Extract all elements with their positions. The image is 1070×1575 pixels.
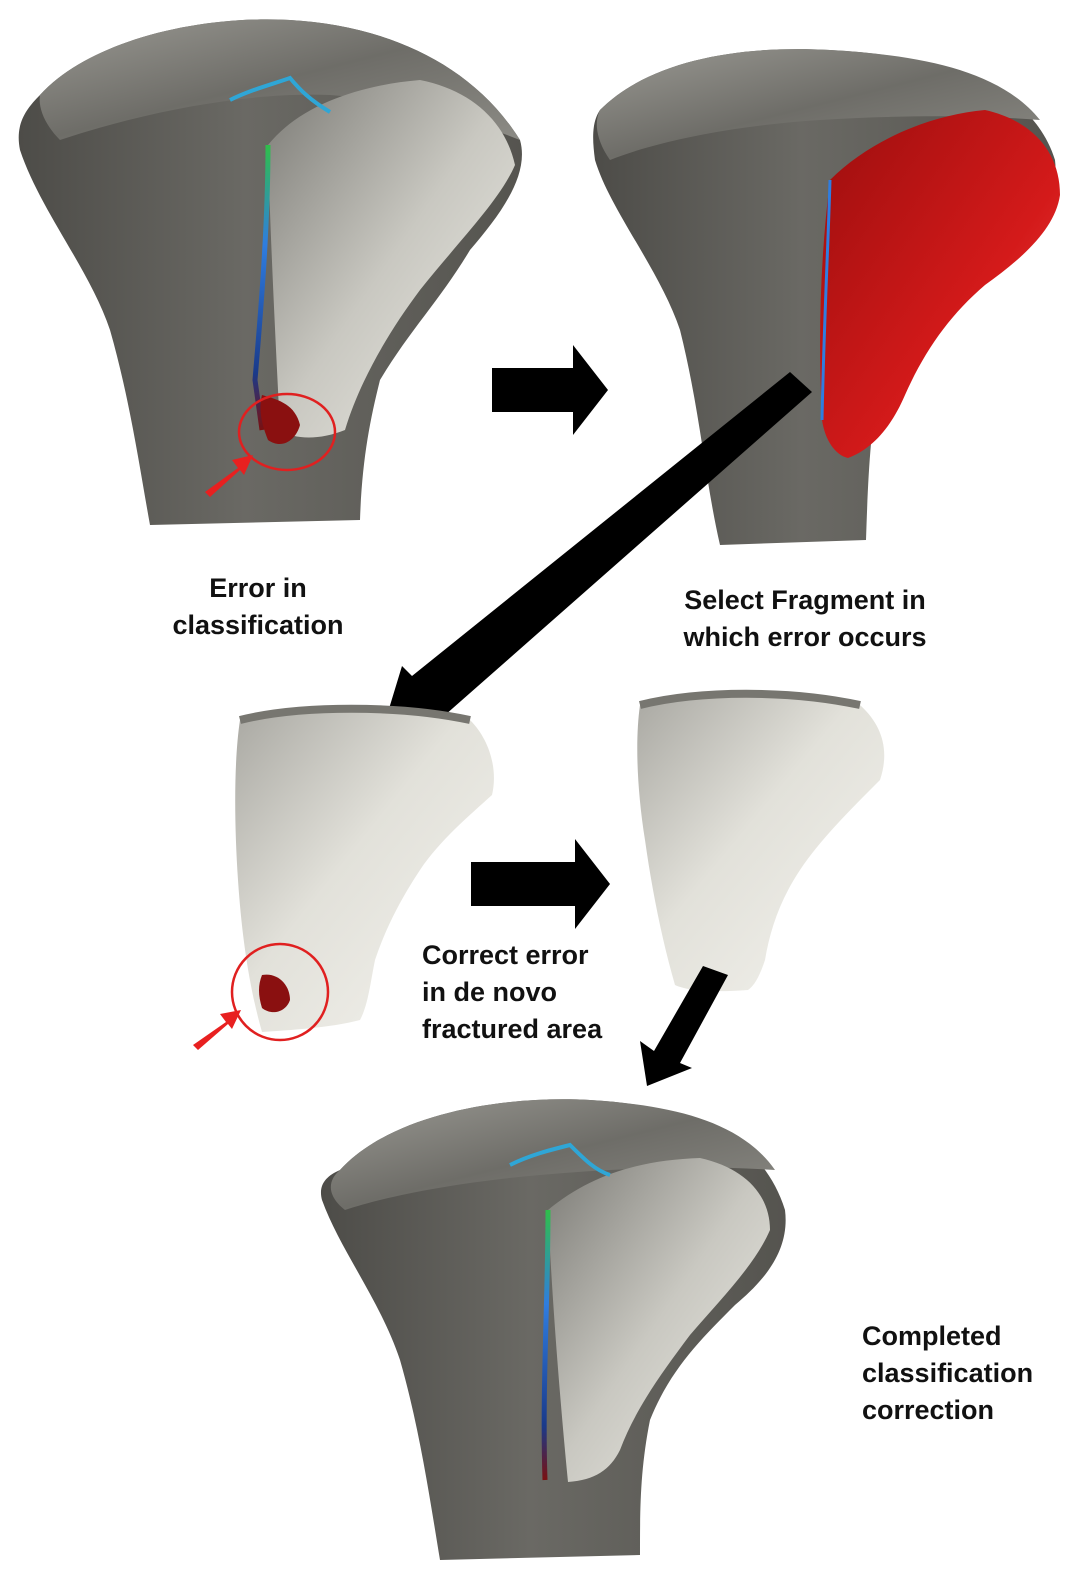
caption-error-in-classification: Error in classification	[150, 570, 366, 644]
caption-select-fragment: Select Fragment in which error occurs	[660, 582, 950, 656]
arrow-right-1	[492, 345, 608, 435]
bone-fragment-selected-model	[593, 49, 1060, 545]
arrow-diagonal	[388, 372, 812, 742]
selected-fragment-red	[820, 110, 1060, 458]
pointer-arrow	[193, 1010, 241, 1050]
caption-completed-correction: Completed classification correction	[862, 1318, 1062, 1429]
fragment-body	[637, 694, 884, 991]
arrow-right-2	[471, 839, 610, 929]
fragment-surface	[268, 80, 515, 438]
caption-correct-error: Correct error in de novo fractured area	[422, 937, 662, 1048]
fragment-corrected-model	[637, 694, 884, 991]
bone-error-model	[19, 19, 522, 525]
bone-corrected-model	[321, 1099, 786, 1560]
fragment-surface	[548, 1158, 770, 1482]
